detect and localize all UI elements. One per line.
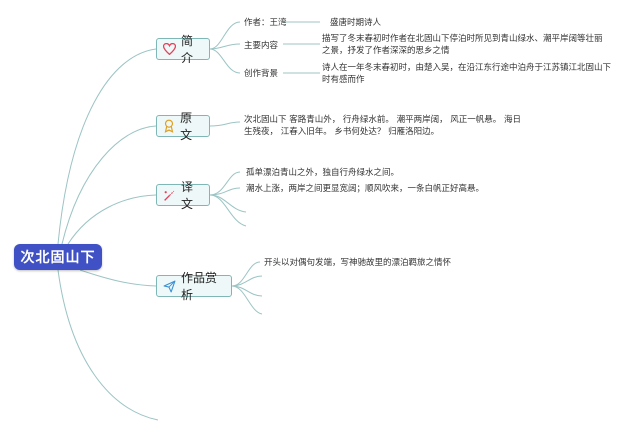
root-topic[interactable]: 次北固山下 bbox=[14, 244, 102, 270]
appreciation-line-1: 开头以对偶句发端，写神驰故里的漂泊羁旅之情怀 bbox=[264, 258, 452, 268]
topic-intro[interactable]: 简介 bbox=[156, 34, 210, 65]
topic-translation[interactable]: 译文 bbox=[156, 180, 210, 211]
topic-original-label: 原文 bbox=[180, 111, 193, 142]
heart-icon bbox=[163, 42, 176, 56]
topic-translation-label: 译文 bbox=[181, 180, 194, 211]
intro-item-author-value: 盛唐时期诗人 bbox=[330, 18, 382, 28]
translation-line-1: 孤单漂泊青山之外，独自行舟绿水之间。 bbox=[246, 168, 400, 178]
topic-appreciation[interactable]: 作品赏析 bbox=[156, 271, 232, 302]
topic-appreciation-label: 作品赏析 bbox=[181, 271, 218, 302]
root-title: 次北固山下 bbox=[20, 250, 96, 266]
topic-original[interactable]: 原文 bbox=[156, 111, 210, 142]
translation-line-2: 潮水上涨，两岸之间更显宽阔；顺风吹来，一条白帆正好高悬。 bbox=[246, 184, 485, 194]
intro-item-background-key: 创作背景 bbox=[244, 69, 279, 79]
ribbon-icon bbox=[163, 119, 175, 133]
intro-item-content-key: 主要内容 bbox=[244, 41, 279, 51]
topic-intro-label: 简介 bbox=[181, 34, 194, 65]
pen-icon bbox=[163, 188, 176, 202]
intro-item-content-value: 描写了冬末春初时作者在北固山下停泊时所见到青山绿水、潮平岸阔等壮丽之景，抒发了作… bbox=[322, 34, 603, 56]
original-poem-text: 次北固山下 客路青山外， 行舟绿水前。 潮平两岸阔， 风正一帆悬。 海日生残夜，… bbox=[244, 115, 522, 137]
intro-item-author-key: 作者：王湾 bbox=[244, 18, 287, 28]
send-icon bbox=[163, 279, 176, 293]
intro-item-background-value: 诗人在一年冬末春初时，由楚入吴，在沿江东行途中泊舟于江苏镇江北固山下时有感而作 bbox=[322, 63, 612, 85]
